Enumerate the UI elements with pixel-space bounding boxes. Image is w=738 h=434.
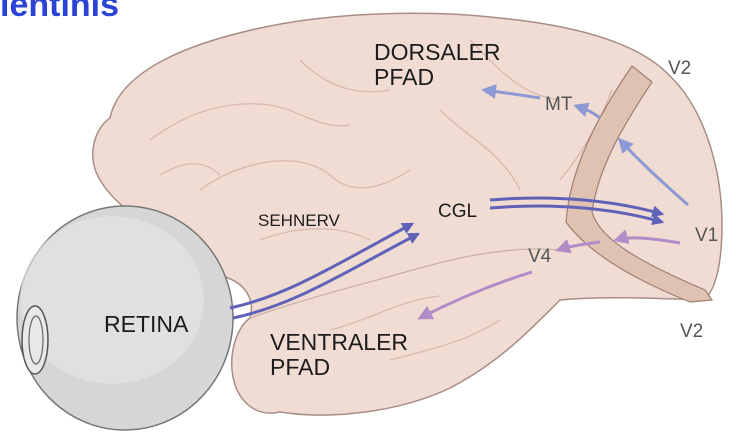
cgl-label: CGL [438,202,477,223]
dorsal-pathway-label: DORSALER PFAD [374,40,501,90]
mt-label: MT [545,95,572,116]
dorsal-label-line2: PFAD [374,65,501,90]
retina-label: RETINA [104,312,188,337]
ventral-pathway-label: VENTRALER PFAD [270,330,408,380]
v2-top-label: V2 [668,59,691,80]
v2-bottom-label: V2 [680,322,703,343]
optic-nerve-label: SEHNERV [258,212,340,230]
dorsal-label-line1: DORSALER [374,40,501,65]
page-title: ientinis [0,0,119,25]
ventral-label-line2: PFAD [270,355,408,380]
v4-label: V4 [528,247,551,268]
ventral-label-line1: VENTRALER [270,330,408,355]
v1-label: V1 [695,226,718,247]
